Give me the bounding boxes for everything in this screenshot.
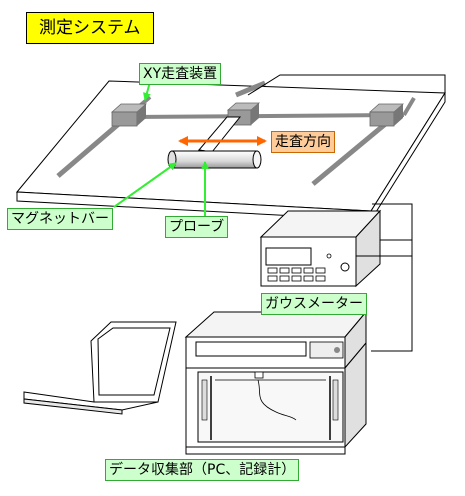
probe-label: プローブ: [165, 216, 229, 238]
data-collection-label: データ収集部（PC、記録計）: [105, 459, 300, 481]
xy-stage-label: XY走査装置: [139, 63, 222, 85]
magnet-bar: [167, 150, 262, 169]
recorder-device: [184, 310, 368, 455]
magnet-bar-label: マグネットバー: [7, 208, 113, 230]
scan-direction-label: 走査方向: [271, 131, 335, 153]
magnet-bar-pointer: [113, 162, 177, 208]
gaussmeter-device: [259, 203, 413, 288]
diagram-title: 測定システム: [26, 12, 154, 44]
gaussmeter-label: ガウスメーター: [261, 293, 367, 315]
laptop: [23, 321, 177, 415]
xy-stage-table: [15, 74, 446, 222]
xy-stage-pointer: [143, 81, 151, 101]
